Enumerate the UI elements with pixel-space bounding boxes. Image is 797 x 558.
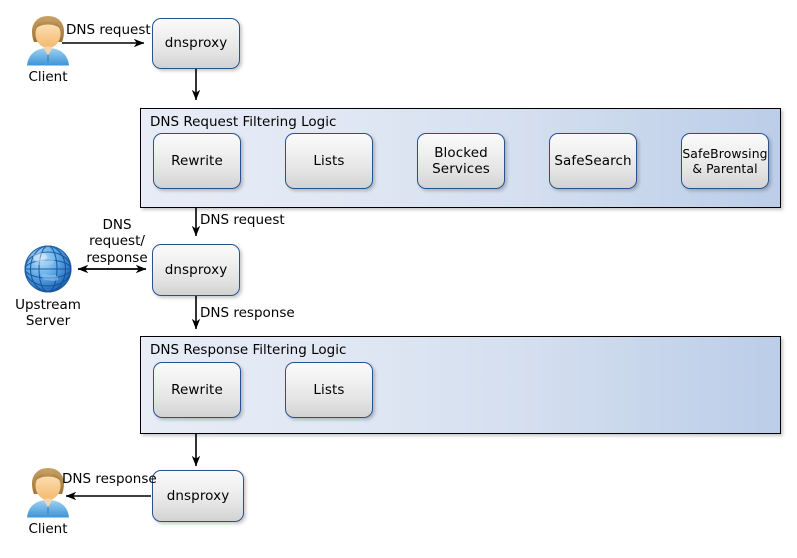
edge-label-client-to-proxy: DNS request	[66, 22, 151, 38]
avatar-client-bottom	[22, 466, 74, 518]
node-dnsproxy-mid[interactable]: dnsproxy	[152, 244, 240, 296]
node-dnsproxy-top-label: dnsproxy	[164, 35, 228, 52]
node-dnsproxy-top[interactable]: dnsproxy	[152, 18, 240, 69]
group-request-filtering-title: DNS Request Filtering Logic	[150, 114, 337, 130]
edge-label-proxy-to-response-filter: DNS response	[200, 305, 295, 321]
node-request-lists[interactable]: Lists	[285, 133, 373, 189]
node-request-safesearch-label: SafeSearch	[554, 152, 632, 169]
avatar-client-bottom-caption: Client	[28, 521, 68, 537]
globe-icon	[24, 245, 72, 293]
group-response-filtering-title: DNS Response Filtering Logic	[150, 342, 347, 358]
node-response-lists-label: Lists	[313, 381, 345, 398]
person-icon	[27, 16, 69, 66]
avatar-upstream-server	[22, 243, 74, 295]
group-response-filtering: DNS Response Filtering Logic	[140, 336, 781, 434]
node-request-rewrite-label: Rewrite	[171, 152, 223, 169]
node-response-lists[interactable]: Lists	[285, 362, 373, 418]
node-request-lists-label: Lists	[313, 152, 345, 169]
node-request-safebrowsing[interactable]: SafeBrowsing& Parental	[681, 133, 769, 189]
node-request-safebrowsing-label: SafeBrowsing& Parental	[682, 145, 768, 176]
node-dnsproxy-mid-label: dnsproxy	[164, 261, 228, 278]
node-response-rewrite[interactable]: Rewrite	[153, 362, 241, 418]
node-request-safesearch[interactable]: SafeSearch	[549, 133, 637, 189]
avatar-client-top	[22, 14, 74, 66]
edge-label-filter-to-proxy: DNS request	[200, 212, 285, 228]
node-dnsproxy-bottom[interactable]: dnsproxy	[152, 470, 244, 522]
node-request-rewrite[interactable]: Rewrite	[153, 133, 241, 189]
node-response-rewrite-label: Rewrite	[171, 381, 223, 398]
person-icon	[27, 468, 69, 518]
node-dnsproxy-bottom-label: dnsproxy	[166, 487, 230, 504]
edge-label-proxy-to-client: DNS response	[62, 471, 157, 487]
avatar-client-top-caption: Client	[28, 69, 68, 85]
